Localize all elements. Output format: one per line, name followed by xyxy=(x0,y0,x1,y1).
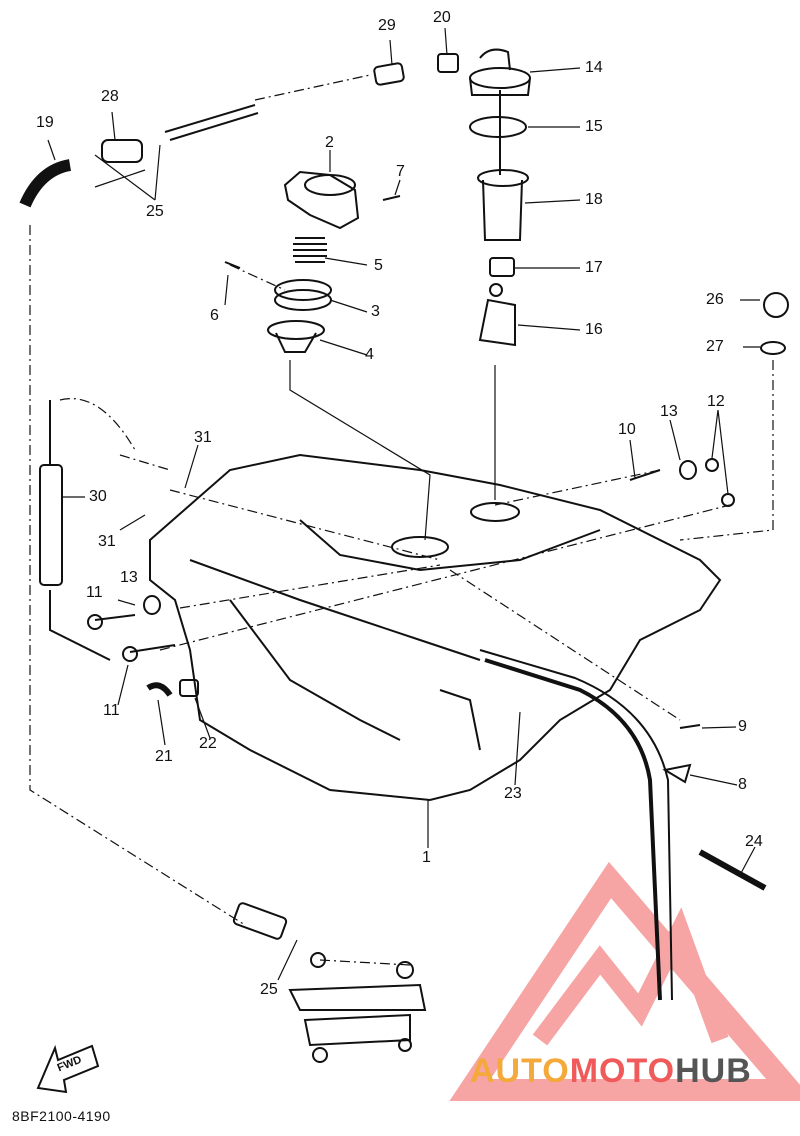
callout-22: 22 xyxy=(199,735,217,752)
callout-20: 20 xyxy=(433,9,451,26)
callout-28: 28 xyxy=(101,88,119,105)
callout-10: 10 xyxy=(618,421,636,438)
callout-23: 23 xyxy=(504,785,522,802)
watermark-text: AUTOMOTOHUB xyxy=(470,1052,752,1091)
callout-30: 30 xyxy=(89,488,107,505)
callout-21: 21 xyxy=(155,748,173,765)
callout-29: 29 xyxy=(378,17,396,34)
callout-31b: 31 xyxy=(98,533,116,550)
callout-31a: 31 xyxy=(194,429,212,446)
callout-18: 18 xyxy=(585,191,603,208)
callout-3: 3 xyxy=(371,303,380,320)
watermark-moto: MOTO xyxy=(569,1052,676,1090)
callout-9: 9 xyxy=(738,718,747,735)
callout-5: 5 xyxy=(374,257,383,274)
hose-19 xyxy=(19,159,72,208)
callout-13a: 13 xyxy=(120,569,138,586)
callout-25a: 25 xyxy=(146,203,164,220)
callout-8: 8 xyxy=(738,776,747,793)
callout-24: 24 xyxy=(745,833,763,850)
filler-pipe xyxy=(484,658,662,1001)
fwd-arrow-icon xyxy=(36,1044,100,1094)
callout-14: 14 xyxy=(585,59,603,76)
callout-12: 12 xyxy=(707,393,725,410)
callout-27: 27 xyxy=(706,338,724,355)
callout-17: 17 xyxy=(585,259,603,276)
callout-11a: 11 xyxy=(86,584,103,601)
callout-25b: 25 xyxy=(260,981,278,998)
diagram-code: 8BF2100-4190 xyxy=(12,1108,111,1124)
watermark-logo xyxy=(449,861,800,1101)
watermark-hub: HUB xyxy=(675,1052,752,1090)
callout-26: 26 xyxy=(706,291,724,308)
callout-11b: 11 xyxy=(103,702,120,719)
callout-19: 19 xyxy=(36,114,54,131)
callout-2: 2 xyxy=(325,134,334,151)
watermark-auto: AUTO xyxy=(470,1052,570,1090)
callout-16: 16 xyxy=(585,321,603,338)
callout-7: 7 xyxy=(396,163,405,180)
part-cap xyxy=(283,170,360,230)
callout-13b: 13 xyxy=(660,403,678,420)
callout-6: 6 xyxy=(210,307,219,324)
callout-15: 15 xyxy=(585,118,603,135)
callout-1: 1 xyxy=(422,849,431,866)
callout-4: 4 xyxy=(365,346,374,363)
